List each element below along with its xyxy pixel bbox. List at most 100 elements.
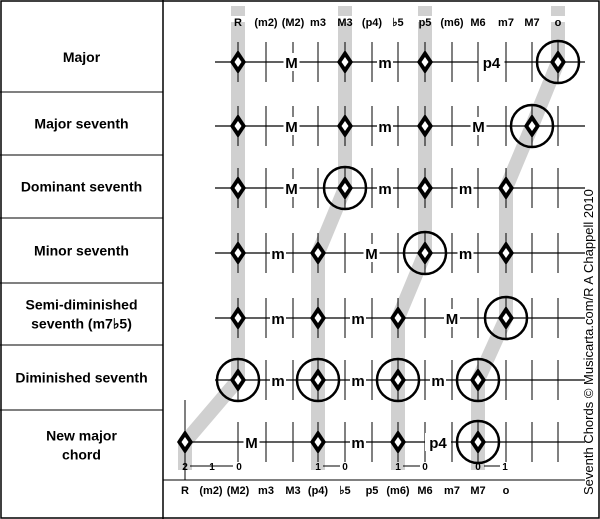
interval-label-bg xyxy=(430,371,446,389)
highlight-circle xyxy=(509,103,555,149)
note-diamond-center xyxy=(394,437,402,447)
interval-label: m xyxy=(431,373,444,390)
bottom-column-label: p5 xyxy=(366,485,379,497)
note-diamond-center xyxy=(314,248,322,258)
interval-label-bg xyxy=(270,309,286,327)
voice-leading-band xyxy=(178,22,245,470)
note-diamond-center xyxy=(502,313,510,323)
bottom-column-label: (m2) xyxy=(199,485,223,497)
note-diamond-center xyxy=(502,248,510,258)
interval-label-bg xyxy=(350,433,366,451)
interval-label: m xyxy=(271,373,284,390)
note-diamond-center xyxy=(341,57,349,67)
top-column-label: (m2) xyxy=(254,17,278,29)
header-band-stub xyxy=(551,6,565,16)
copyright-credit: Seventh Chords © Musicarta.com/R A Chapp… xyxy=(581,189,596,495)
interval-label: M xyxy=(365,246,378,263)
interval-label-bg xyxy=(283,117,300,135)
interval-label: m xyxy=(271,246,284,263)
note-diamond-center xyxy=(234,248,242,258)
note-diamond-center xyxy=(181,437,189,447)
header-band-stub xyxy=(418,6,432,16)
step-annotation-label: 0 xyxy=(342,462,348,473)
interval-label-bg xyxy=(377,179,393,197)
bottom-column-label: M6 xyxy=(417,485,432,497)
top-column-label: m3 xyxy=(310,17,326,29)
voice-leading-band xyxy=(471,22,565,470)
bottom-column-label: m3 xyxy=(258,485,274,497)
interval-label: m xyxy=(351,311,364,328)
note-diamond-center xyxy=(474,375,482,385)
top-column-label: o xyxy=(555,17,562,29)
bottom-column-label: o xyxy=(503,485,510,497)
interval-label-bg xyxy=(283,179,300,197)
highlight-circle xyxy=(322,165,368,211)
note-diamond-center xyxy=(234,375,242,385)
step-annotation-label: 1 xyxy=(209,462,215,473)
top-column-label: M3 xyxy=(337,17,352,29)
top-column-label: m7 xyxy=(498,17,514,29)
interval-label: m xyxy=(459,181,472,198)
bottom-column-label: ♭5 xyxy=(339,485,350,497)
header-band-stub xyxy=(231,6,245,16)
step-annotation-label: 2 xyxy=(182,462,188,473)
interval-label: m xyxy=(378,181,391,198)
interval-label-bg xyxy=(243,433,260,451)
note-diamond-center xyxy=(421,57,429,67)
interval-label-bg xyxy=(350,309,366,327)
step-annotation-label: 1 xyxy=(502,462,508,473)
interval-label: M xyxy=(245,435,258,452)
interval-label: m xyxy=(378,119,391,136)
interval-label: M xyxy=(285,119,298,136)
note-diamond-center xyxy=(314,313,322,323)
voice-leading-band xyxy=(391,22,432,470)
highlight-circle xyxy=(375,357,421,403)
highlight-circle xyxy=(402,230,448,276)
interval-label-bg xyxy=(425,433,451,451)
row-label-4: seventh (m7♭5) xyxy=(31,316,132,332)
step-annotation-label: 0 xyxy=(236,462,242,473)
interval-label: m xyxy=(271,311,284,328)
note-diamond-center xyxy=(421,121,429,131)
note-diamond-center xyxy=(234,57,242,67)
top-column-label: p5 xyxy=(419,17,432,29)
top-column-label: ♭5 xyxy=(392,17,403,29)
note-diamond-center xyxy=(421,248,429,258)
note-diamond-center xyxy=(554,57,562,67)
highlight-circle xyxy=(215,357,261,403)
step-annotation-label: 0 xyxy=(422,462,428,473)
bottom-column-label: (p4) xyxy=(308,485,329,497)
row-label-4: Semi-diminished xyxy=(25,297,137,313)
interval-label-bg xyxy=(457,244,474,262)
interval-label: m xyxy=(351,373,364,390)
note-diamond-center xyxy=(314,437,322,447)
note-diamond-center xyxy=(341,183,349,193)
row-label-6: chord xyxy=(62,447,101,463)
highlight-circle xyxy=(455,357,501,403)
top-column-label: (M2) xyxy=(282,17,305,29)
row-label-5: Diminished seventh xyxy=(15,370,147,386)
interval-label: p4 xyxy=(483,55,501,72)
interval-label-bg xyxy=(270,371,286,389)
bottom-column-label: M7 xyxy=(470,485,485,497)
interval-label-bg xyxy=(457,179,474,197)
interval-label-bg xyxy=(350,371,366,389)
interval-label: M xyxy=(446,311,459,328)
top-column-label: (m6) xyxy=(440,17,464,29)
voice-leading-band xyxy=(311,22,352,470)
step-annotation-label: 1 xyxy=(315,462,321,473)
row-label-3: Minor seventh xyxy=(34,243,129,259)
step-annotation-label: 0 xyxy=(475,462,481,473)
top-column-label: R xyxy=(234,17,242,29)
highlight-circle xyxy=(455,419,501,465)
interval-label: M xyxy=(285,55,298,72)
top-column-label: (p4) xyxy=(362,17,383,29)
bottom-column-label: R xyxy=(181,485,189,497)
note-diamond-center xyxy=(421,183,429,193)
interval-label-bg xyxy=(478,53,505,71)
interval-label: m xyxy=(351,435,364,452)
row-label-6: New major xyxy=(46,428,117,444)
interval-label: M xyxy=(285,181,298,198)
